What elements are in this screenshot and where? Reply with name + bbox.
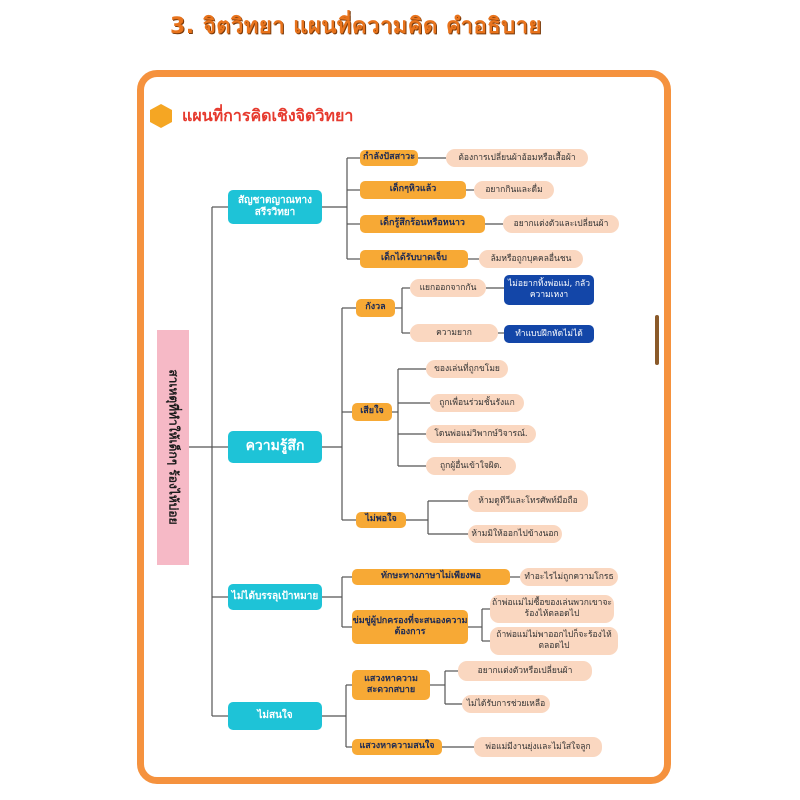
leaf-dress-change: อยากแต่งตัวและเปลี่ยนผ้า: [503, 215, 619, 233]
sub-language-skill: ทักษะทางภาษาไม่เพียงพอ: [352, 569, 510, 585]
branch-neglected: ไม่สนใจ: [228, 702, 322, 730]
sub-threaten-parents: ข่มขู่ผู้ปกครองที่จะสนองความต้องการ: [352, 610, 468, 644]
leaf-separation: แยกออกจากกัน: [410, 279, 486, 297]
sub-anxious: กังวล: [356, 299, 395, 317]
leaf-no-outing-cry: ถ้าพ่อแม่ไม่พาออกไปก็จะร้องไห้ตลอดไป: [490, 627, 618, 655]
leaf-toy-stolen: ของเล่นที่ถูกขโมย: [426, 360, 508, 378]
sub-injured: เด็กได้รับบาดเจ็บ: [360, 250, 468, 268]
sub-seek-comfort: แสวงหาความสะดวกสบาย: [352, 670, 430, 700]
map-title: แผนที่การคิดเชิงจิตวิทยา: [182, 106, 354, 125]
branch-physiological: สัญชาตญาณทางสรีรวิทยา: [228, 190, 322, 224]
leaf-criticized: โดนพ่อแม่วิพากษ์วิจารณ์.: [426, 425, 536, 443]
branch-goal-not-reached: ไม่ได้บรรลุเป้าหมาย: [228, 584, 322, 610]
sub-hot-cold: เด็กรู้สึกร้อนหรือหนาว: [360, 215, 485, 233]
root-label: สาเหตุที่ทำให้เด็กๆ ร้องไห้บ่อย: [166, 369, 181, 525]
sub-sad: เสียใจ: [352, 403, 392, 421]
leaf-anger: ทำอะไรไม่ถูกความโกรธ: [520, 568, 618, 586]
leaf-misunderstood: ถูกผู้อื่นเข้าใจผิด.: [426, 457, 516, 475]
branch-feelings: ความรู้สึก: [228, 431, 322, 463]
leaf-busy-parents: พ่อแม่มีงานยุ่งและไม่ใส่ใจลูก: [474, 737, 602, 757]
sub-upset: ไม่พอใจ: [356, 512, 406, 528]
sub-seek-attention: แสวงหาความสนใจ: [352, 739, 442, 755]
note-homework: ทำแบบฝึกหัดไม่ได้: [504, 325, 594, 343]
leaf-no-tv: ห้ามดูทีวีและโทรศัพท์มือถือ: [468, 490, 588, 512]
hexagon-icon: [150, 104, 172, 128]
leaf-bullied: ถูกเพื่อนร่วมชั้นรังแก: [430, 394, 524, 412]
sub-hungry: เด็กๆหิวแล้ว: [360, 181, 466, 199]
page-title: 3. จิตวิทยา แผนที่ความคิด คำอธิบาย: [170, 14, 542, 39]
leaf-fell-bumped: ล้มหรือถูกบุคคลอื่นชน: [479, 250, 583, 268]
leaf-change-diaper: ต้องการเปลี่ยนผ้าอ้อมหรือเสื้อผ้า: [446, 149, 588, 167]
sub-urinating: กำลังปัสสาวะ: [360, 150, 418, 166]
root-node: [157, 330, 189, 565]
leaf-eat-drink: อยากกินและดื่ม: [474, 181, 554, 199]
leaf-no-help: ไม่ได้รับการช่วยเหลือ: [462, 695, 550, 713]
leaf-dress-change-2: อยากแต่งตัวหรือเปลี่ยนผ้า: [458, 661, 592, 681]
leaf-difficulty: ความยาก: [410, 324, 498, 342]
leaf-no-going-out: ห้ามมิให้ออกไปข้างนอก: [468, 525, 562, 543]
note-miss-parents: ไม่อยากทิ้งพ่อแม่, กลัวความเหงา: [504, 275, 594, 305]
scroll-indicator[interactable]: [655, 315, 659, 365]
leaf-no-toy-cry: ถ้าพ่อแม่ไม่ซื้อของเล่นพวกเขาจะร้องไห้ตล…: [490, 595, 614, 623]
